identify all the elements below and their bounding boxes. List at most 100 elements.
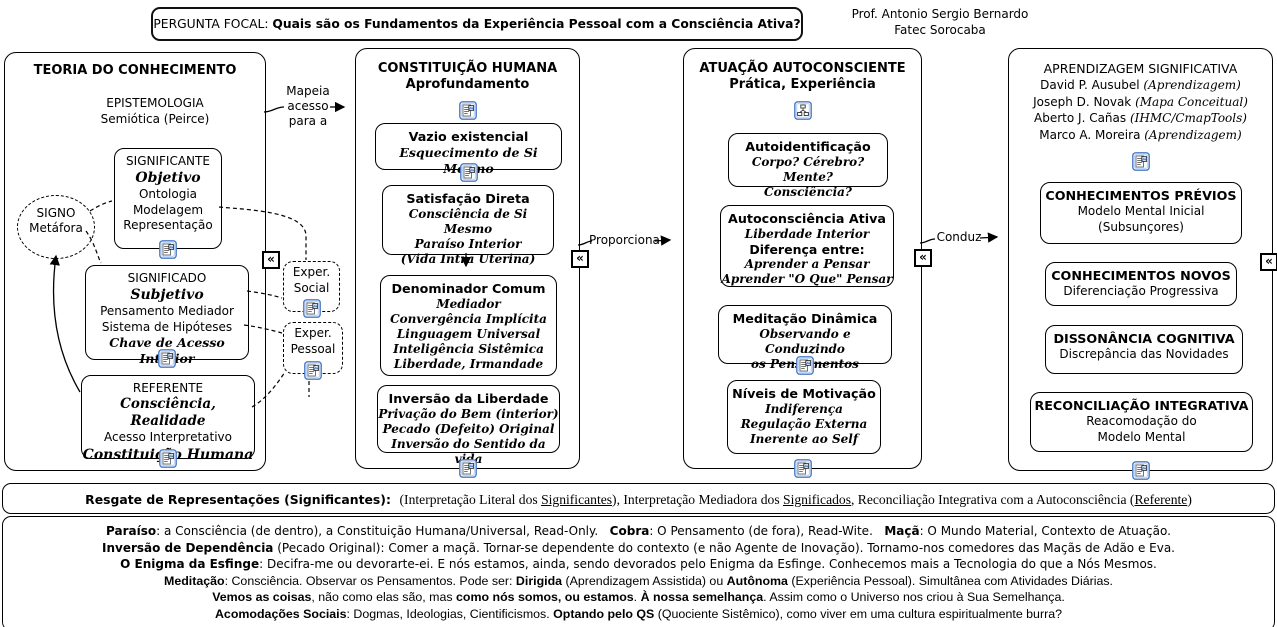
- node-satisfacao-direta[interactable]: Satisfação Direta Consciência de Si Mesm…: [382, 185, 554, 266]
- node-lines: Diferenciação Progressiva: [1063, 284, 1219, 298]
- text-segment: Autônoma: [726, 573, 788, 588]
- node-lines: Discrepância das Novidades: [1059, 347, 1229, 361]
- resource-icon[interactable]: [158, 349, 176, 368]
- resource-icon[interactable]: [794, 459, 812, 478]
- notes-box: Paraíso: a Consciência (de dentro), a Co…: [2, 516, 1275, 627]
- resource-icon[interactable]: [1132, 152, 1150, 171]
- node-meditacao-dinamica[interactable]: Meditação Dinâmica Observando e Conduzin…: [718, 305, 892, 364]
- collapse-chevron-icon[interactable]: «: [262, 251, 280, 269]
- collapse-chevron-icon[interactable]: «: [571, 250, 589, 268]
- node-title: REFERENTE: [132, 381, 204, 395]
- notes-line: Inversão de Dependência (Pecado Original…: [3, 540, 1274, 557]
- link-conduz-line: [919, 238, 936, 244]
- text-segment: Meditação: [164, 573, 225, 588]
- node-inversao-da-liberdade[interactable]: Inversão da Liberdade Privação do Bem (i…: [377, 385, 560, 466]
- reference-author: Joseph D. Novak (Mapa Conceitual): [1033, 94, 1248, 109]
- node-autoconsciencia-ativa[interactable]: Autoconsciência Ativa Liberdade Interior…: [720, 205, 894, 287]
- node-significante[interactable]: SIGNIFICANTE Objetivo Ontologia Modelage…: [114, 148, 222, 249]
- concept-map-icon[interactable]: [794, 101, 812, 120]
- resgate-bar: Resgate de Representações (Significantes…: [2, 483, 1275, 514]
- focal-question-label: PERGUNTA FOCAL:: [153, 17, 273, 31]
- text-segment: ): [1187, 492, 1192, 507]
- resource-icon[interactable]: [796, 356, 814, 375]
- node-title: CONHECIMENTOS NOVOS: [1051, 268, 1231, 283]
- node-subtitle: Diferença entre:: [749, 242, 865, 257]
- node-exper-pessoal[interactable]: Exper. Pessoal: [283, 322, 343, 374]
- text-segment: . Assim como o Universo nos criou à Sua …: [763, 590, 1065, 605]
- node-script: Mediador Convergência Implícita Linguage…: [390, 297, 547, 371]
- node-denominador-comum[interactable]: Denominador Comum Mediador Convergência …: [380, 275, 557, 376]
- node-line: Acesso Interpretativo: [103, 430, 232, 444]
- text-segment: Vemos as coisas: [212, 590, 312, 605]
- resource-icon[interactable]: [460, 163, 478, 182]
- text-segment: (Experiência Pessoal). Simultânea com At…: [787, 573, 1113, 588]
- node-title: SIGNIFICADO: [127, 271, 207, 285]
- text-segment: Cobra: [609, 524, 650, 538]
- node-subtitle: Subjetivo: [130, 287, 204, 303]
- resource-icon[interactable]: [303, 299, 321, 318]
- node-niveis-de-motivacao[interactable]: Níveis de Motivação Indiferença Regulaçã…: [727, 380, 881, 454]
- node-signo[interactable]: SIGNO Metáfora: [17, 195, 95, 259]
- node-significado[interactable]: SIGNIFICADO Subjetivo Pensamento Mediado…: [85, 265, 249, 360]
- resource-icon[interactable]: [1132, 461, 1150, 480]
- text-segment: (Interpretação Literal dos: [399, 492, 542, 507]
- text-segment: (Pecado Original): Comer a maçã. Tornar-…: [273, 540, 1175, 555]
- node-title: Níveis de Motivação: [732, 386, 876, 401]
- node-title: Autoconsciência Ativa: [728, 211, 886, 226]
- epistemologia-label: EPISTEMOLOGIA Semiótica (Peirce): [100, 96, 210, 126]
- node-vazio-existencial[interactable]: Vazio existencial Esquecimento de Si Mes…: [375, 123, 562, 170]
- link-conduz-arrow: [979, 232, 999, 243]
- text-segment: (Quociente Sistêmico), como viver em uma…: [654, 606, 1062, 621]
- text-segment: Significantes: [541, 492, 613, 507]
- node-script: Consciência de Si Mesmo Paraíso Interior…: [400, 207, 536, 266]
- node-autoidentificacao[interactable]: Autoidentificação Corpo? Cérebro? Mente?…: [728, 133, 888, 199]
- node-title: Inversão da Liberdade: [388, 391, 549, 406]
- node-conhecimentos-previos[interactable]: CONHECIMENTOS PRÉVIOS Modelo Mental Inic…: [1040, 182, 1242, 244]
- reference-author: Marco A. Moreira (Aprendizagem): [1039, 127, 1242, 142]
- panel-atuacao-autoconsciente: ATUAÇÃO AUTOCONSCIENTE Prática, Experiên…: [683, 48, 922, 469]
- text-segment: : Consciência. Observar os Pensamentos. …: [224, 573, 516, 588]
- node-title: DISSONÂNCIA COGNITIVA: [1053, 331, 1235, 346]
- node-dissonancia-cognitiva[interactable]: DISSONÂNCIA COGNITIVA Discrepância das N…: [1045, 325, 1243, 374]
- resource-icon[interactable]: [159, 240, 177, 259]
- node-title: Autoidentificação: [745, 139, 871, 154]
- node-script: Observando e Conduzindo os Pensamentos: [751, 327, 859, 371]
- text-segment: .: [633, 590, 641, 605]
- text-segment: Referente: [1134, 492, 1188, 507]
- panel-title: ATUAÇÃO AUTOCONSCIENTE Prática, Experiên…: [699, 61, 906, 92]
- node-lines: Ontologia Modelagem Representação: [123, 187, 213, 232]
- notes-line: Paraíso: a Consciência (de dentro), a Co…: [3, 523, 1274, 540]
- text-segment: Dirigida: [515, 573, 563, 588]
- node-script-line: Consciência, Realidade: [120, 396, 216, 429]
- focal-question-box: PERGUNTA FOCAL: Quais são os Fundamentos…: [151, 7, 803, 41]
- node-lines: Reacomodação do Modelo Mental: [1086, 414, 1197, 444]
- collapse-chevron-icon[interactable]: «: [914, 249, 932, 267]
- node-reconciliacao-integrativa[interactable]: RECONCILIAÇÃO INTEGRATIVA Reacomodação d…: [1030, 392, 1253, 452]
- node-title: Denominador Comum: [391, 281, 546, 296]
- text-segment: (Aprendizagem Assistida) ou: [562, 573, 727, 588]
- notes-line: Meditação: Consciência. Observar os Pens…: [3, 573, 1274, 590]
- node-script: Indiferença Regulação Externa Inerente a…: [740, 402, 868, 446]
- text-segment: : O Pensamento (de fora), Read-Wite.: [649, 524, 885, 538]
- resource-icon[interactable]: [459, 459, 477, 478]
- text-segment: Paraíso: [106, 524, 157, 538]
- node-referente[interactable]: REFERENTE Consciência, Realidade Acesso …: [81, 375, 255, 459]
- link-label-proporciona: Proporciona: [589, 233, 660, 247]
- collapse-chevron-icon[interactable]: «: [1260, 253, 1277, 271]
- node-lines: Modelo Mental Inicial (Subsunçores): [1077, 204, 1205, 234]
- node-exper-social[interactable]: Exper. Social: [283, 261, 340, 312]
- resource-icon[interactable]: [459, 101, 477, 120]
- text-segment: À nossa semelhança: [640, 590, 764, 605]
- node-script: Corpo? Cérebro? Mente? Consciência?: [751, 155, 865, 199]
- resource-icon[interactable]: [304, 361, 322, 380]
- text-segment: Acomodações Sociais: [214, 606, 347, 621]
- text-segment: : Decifra-me ou devorarte-ei. E nós esta…: [259, 557, 1157, 572]
- focal-question-text: Quais são os Fundamentos da Experiência …: [272, 17, 801, 31]
- link-label-conduz: Conduz: [936, 230, 982, 244]
- node-script2: Aprender a Pensar Aprender "O Que" Pensa…: [721, 257, 893, 286]
- panel-teoria-do-conhecimento: TEORIA DO CONHECIMENTO EPISTEMOLOGIA Sem…: [4, 52, 266, 471]
- node-title: Satisfação Direta: [406, 191, 530, 206]
- node-lines: Pensamento Mediador Sistema de Hipóteses: [100, 304, 234, 334]
- resource-icon[interactable]: [159, 449, 177, 468]
- node-conhecimentos-novos[interactable]: CONHECIMENTOS NOVOS Diferenciação Progre…: [1045, 262, 1237, 306]
